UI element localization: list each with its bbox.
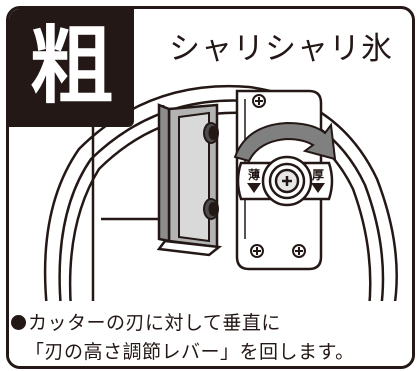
blade-block — [156, 103, 223, 257]
bowl-ring-inner — [58, 99, 385, 310]
blade-screw-top — [203, 122, 219, 144]
rotate-arrow-icon — [233, 121, 337, 163]
screw-icon — [250, 94, 306, 258]
instruction-card: 薄 厚 粗 シャリシャリ氷 カッターの刃に対して垂直に 「刃の高さ調節レバー」を… — [6, 6, 415, 369]
dial-label-right: 厚 — [312, 168, 324, 182]
bullet-icon — [11, 315, 26, 330]
badge-char: 粗 — [29, 17, 114, 115]
lever-illustration: 薄 厚 — [43, 85, 398, 310]
dial-label-left: 薄 — [248, 167, 260, 182]
lever-knob-icon — [236, 155, 334, 207]
coarse-badge: 粗 — [9, 9, 134, 127]
caption-text-1: カッターの刃に対して垂直に — [28, 312, 281, 334]
down-arrow-icon — [247, 183, 325, 193]
instruction-caption: カッターの刃に対して垂直に 「刃の高さ調節レバー」を回します。 — [9, 301, 412, 366]
page-title: シャリシャリ氷 — [169, 31, 393, 67]
caption-line-1: カッターの刃に対して垂直に — [11, 308, 281, 335]
blade-screw-bottom — [203, 198, 219, 220]
bowl-ring-outer — [43, 85, 398, 310]
caption-line-2: 「刃の高さ調節レバー」を回します。 — [25, 341, 355, 363]
